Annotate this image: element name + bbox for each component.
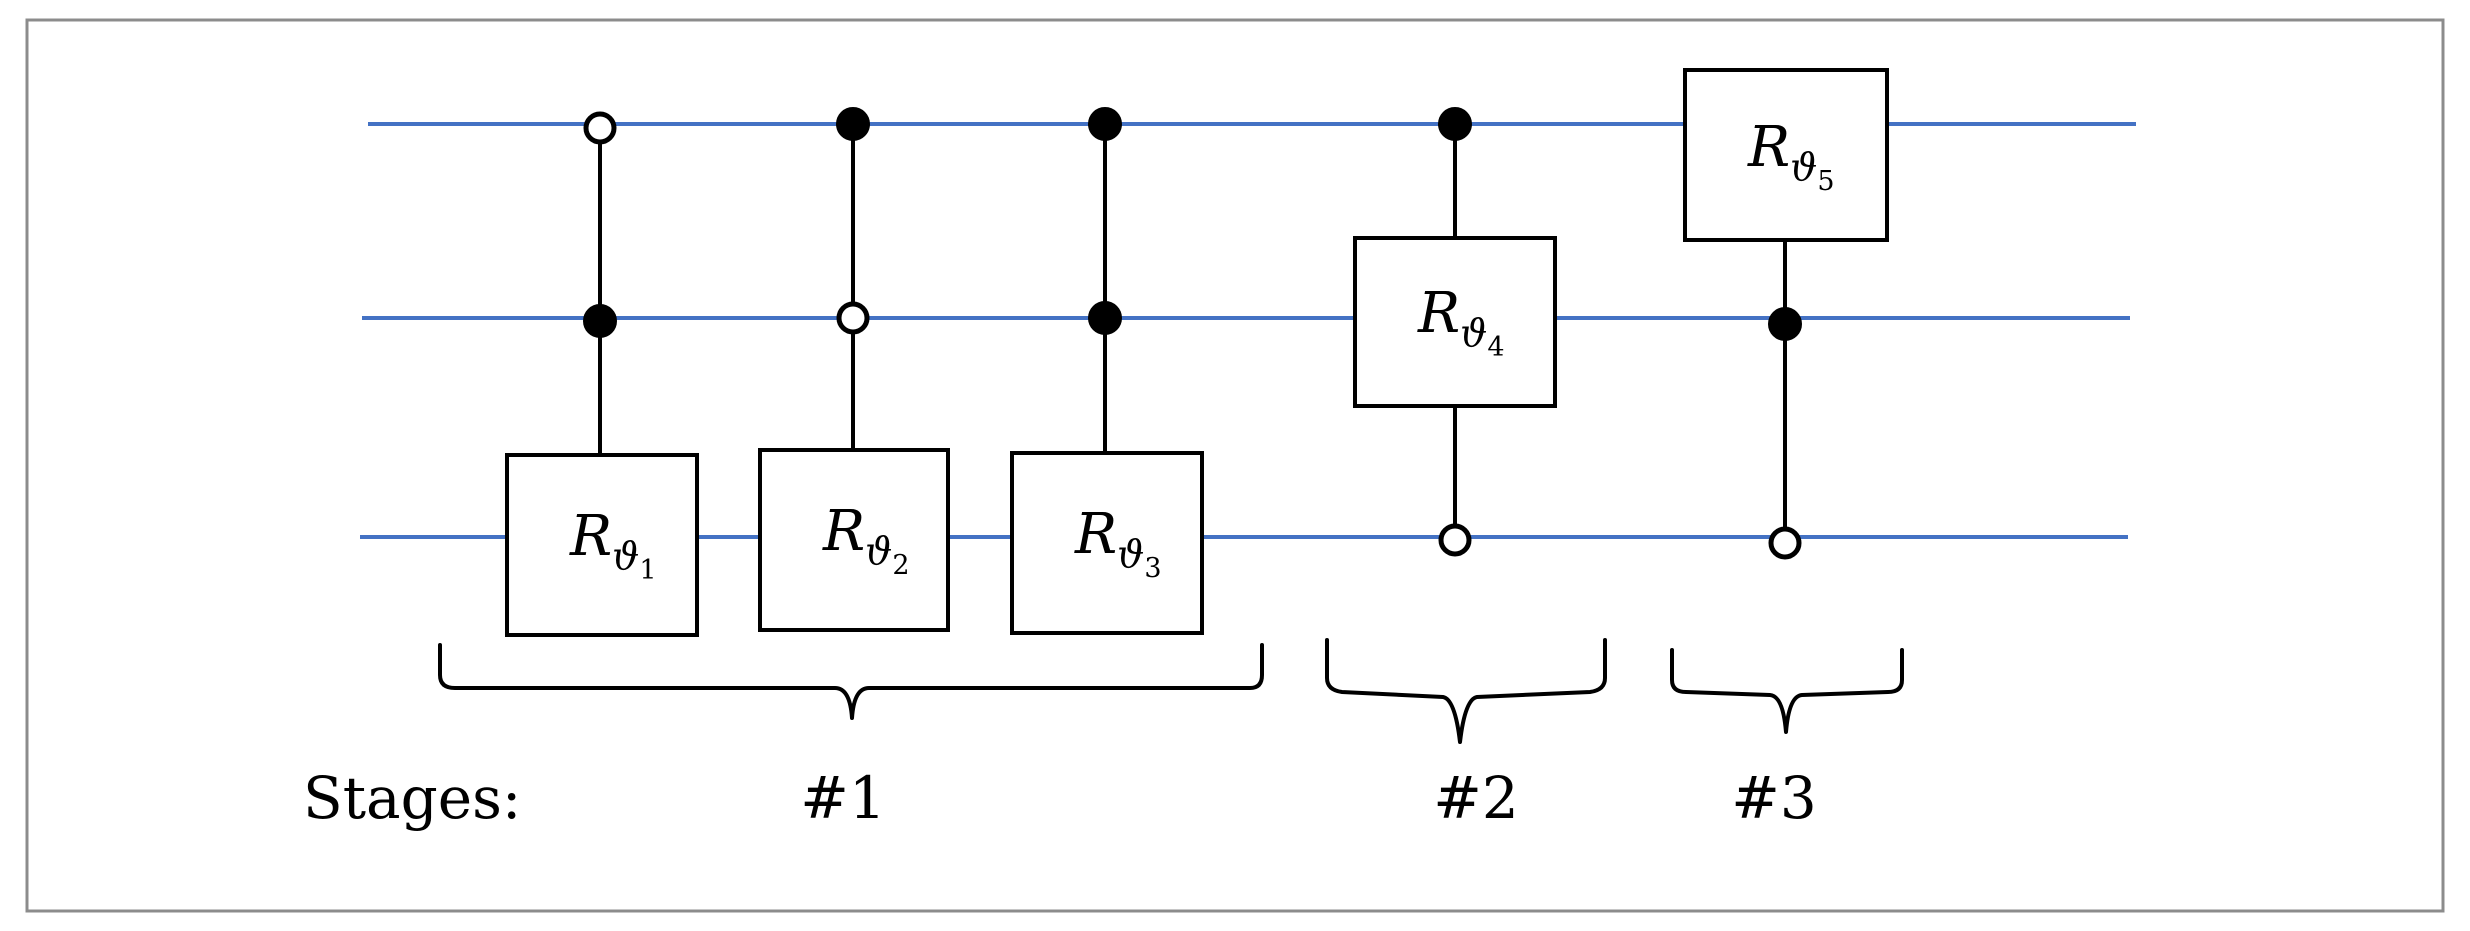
gate-label-5: Rϑ5 xyxy=(1747,115,1835,197)
open-control-dot xyxy=(1438,523,1472,557)
gate-param: ϑ xyxy=(865,529,892,573)
gate-label-1: Rϑ1 xyxy=(569,504,657,586)
gate-param: ϑ xyxy=(1460,311,1487,355)
filled-control-dot xyxy=(836,107,870,141)
filled-control-dot xyxy=(1088,107,1122,141)
gate-symbol: R xyxy=(1747,115,1790,180)
stages-label: Stages: xyxy=(303,764,521,832)
open-control-dot xyxy=(836,301,870,335)
gate-box-3 xyxy=(1010,451,1204,635)
gate-index: 4 xyxy=(1487,332,1504,363)
gate-param: ϑ xyxy=(1117,532,1144,576)
gate-param: ϑ xyxy=(612,534,639,578)
stage-label-1: #1 xyxy=(800,764,886,832)
stage-label-2: #2 xyxy=(1433,764,1519,832)
gate-symbol: R xyxy=(822,499,865,564)
gate-box-1 xyxy=(505,453,699,637)
stage-brace-2 xyxy=(1325,638,1607,744)
gate-symbol: R xyxy=(569,504,612,569)
gate-box-5 xyxy=(1683,68,1889,242)
stage-brace-3 xyxy=(1670,648,1904,734)
stage-brace-1 xyxy=(438,643,1264,720)
gate-param: ϑ xyxy=(1790,145,1817,189)
gate-box-2 xyxy=(758,448,950,632)
gate-index: 5 xyxy=(1817,166,1834,197)
stage-label-3: #3 xyxy=(1731,764,1817,832)
gate-symbol: R xyxy=(1074,502,1117,567)
open-control-dot xyxy=(1768,526,1802,560)
gate-label-3: Rϑ3 xyxy=(1074,502,1162,584)
gate-index: 1 xyxy=(639,555,656,586)
gate-box-4 xyxy=(1353,236,1557,408)
filled-control-dot xyxy=(1438,107,1472,141)
gate-symbol: R xyxy=(1417,281,1460,346)
gate-index: 2 xyxy=(892,550,909,581)
open-control-dot xyxy=(583,111,617,145)
filled-control-dot xyxy=(1768,307,1802,341)
gate-index: 3 xyxy=(1144,553,1161,584)
gate-label-4: Rϑ4 xyxy=(1417,281,1505,363)
filled-control-dot xyxy=(583,304,617,338)
filled-control-dot xyxy=(1088,301,1122,335)
diagram-frame xyxy=(25,18,2445,913)
gate-label-2: Rϑ2 xyxy=(822,499,910,581)
